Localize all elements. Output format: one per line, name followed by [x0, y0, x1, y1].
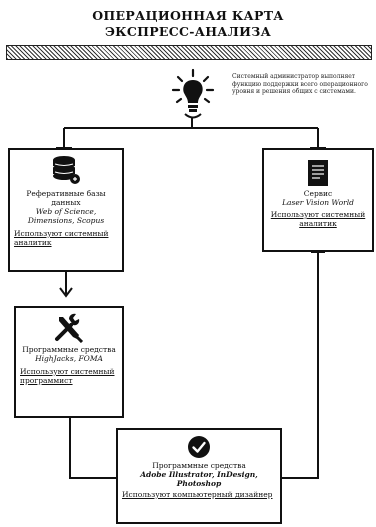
software-subtitle: HighJacks, FOMA [35, 354, 103, 363]
page-title-line2: ЭКСПРЕСС-АНАЛИЗА [104, 24, 272, 39]
ocr-role: Используют системный аналитик [270, 210, 366, 228]
page-title-line1: ОПЕРАЦИОННАЯ КАРТА [92, 8, 284, 23]
ocr-subtitle: Laser Vision World [282, 198, 354, 207]
admin-note: Системный администратор выполняет функци… [232, 73, 368, 95]
software-role: Используют системный программист [20, 367, 115, 385]
design-tools-box: Программные средства Adobe Illustrator, … [116, 428, 282, 524]
databases-box: Реферативные базы данных Web of Science,… [8, 148, 124, 272]
hatched-divider [6, 45, 372, 60]
check-circle-icon [188, 436, 210, 458]
lightbulb-icon [171, 68, 215, 119]
databases-subtitle: Web of Science, Dimensions, Scopus [27, 207, 105, 225]
design-role: Используют компьютерный дизайнер [122, 490, 273, 499]
ocr-service-box: Сервис Laser Vision World Используют сис… [262, 148, 374, 252]
document-icon [308, 160, 328, 186]
software-tools-box: Программные средства HighJacks, FOMA Исп… [14, 306, 124, 418]
software-title: Программные средства [22, 345, 116, 354]
database-icon [53, 156, 80, 184]
design-title: Программные средства [152, 461, 246, 470]
tools-icon [55, 313, 84, 343]
design-subtitle: Adobe Illustrator, InDesign, Photoshop [140, 470, 258, 488]
databases-title: Реферативные базы данных [26, 189, 106, 207]
ocr-title: Сервис [303, 189, 333, 198]
databases-role: Используют системный аналитик [14, 229, 109, 247]
